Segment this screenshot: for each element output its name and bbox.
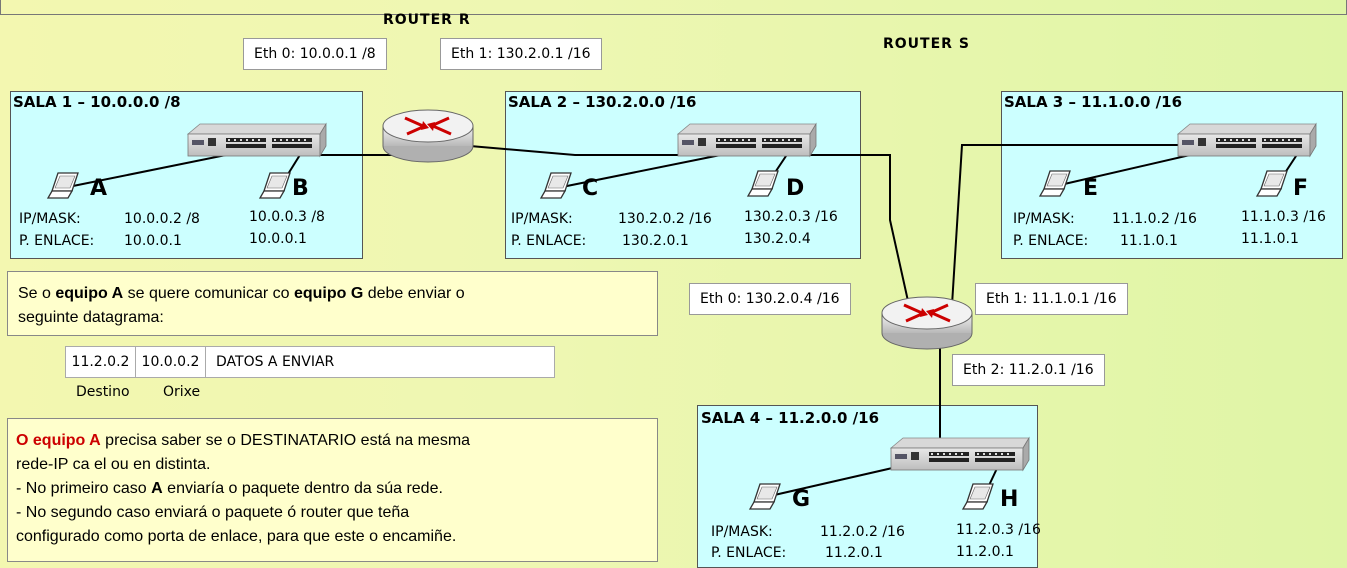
note-datagram-intro: Se o equipo A se quere comunicar co equi… bbox=[7, 271, 658, 336]
router-icon-r bbox=[381, 108, 475, 164]
host-h-gw: 11.2.0.1 bbox=[956, 544, 1014, 560]
host-e-label: E bbox=[1083, 176, 1099, 201]
laptop-icon-h bbox=[962, 483, 994, 510]
switch-icon-sala4 bbox=[890, 437, 1030, 471]
sala4-title: SALA 4 – 11.2.0.0 /16 bbox=[701, 409, 880, 427]
datagram-data: DATOS A ENVIAR bbox=[216, 354, 335, 370]
switch-icon-sala2 bbox=[677, 123, 817, 157]
host-c-gw: 130.2.0.1 bbox=[622, 233, 689, 249]
laptop-icon-c bbox=[540, 172, 572, 199]
note2-line5: configurado como porta de enlace, para q… bbox=[16, 528, 457, 545]
host-a-ip: 10.0.0.2 /8 bbox=[124, 211, 200, 227]
router-icon-s bbox=[880, 295, 974, 351]
host-f-ip: 11.1.0.3 /16 bbox=[1241, 209, 1326, 225]
router-r-eth0: Eth 0: 10.0.0.1 /8 bbox=[243, 38, 387, 70]
host-b-label: B bbox=[292, 176, 309, 201]
datagram-dest-label: Destino bbox=[76, 384, 130, 400]
switch-icon-sala1 bbox=[187, 123, 327, 157]
router-s-eth2: Eth 2: 11.2.0.1 /16 bbox=[952, 354, 1105, 386]
host-c-label: C bbox=[582, 176, 599, 201]
host-f-label: F bbox=[1293, 176, 1309, 201]
switch-icon-sala3 bbox=[1177, 123, 1317, 157]
sala3-ipmask-label: IP/MASK: bbox=[1013, 211, 1075, 227]
laptop-icon-e bbox=[1039, 170, 1071, 197]
host-a-gw: 10.0.0.1 bbox=[124, 233, 182, 249]
host-h-ip: 11.2.0.3 /16 bbox=[956, 522, 1041, 538]
note2-line3: - No primeiro caso A enviaría o paquete … bbox=[16, 480, 443, 497]
sala4-gw-label: P. ENLACE: bbox=[711, 545, 787, 561]
host-g-ip: 11.2.0.2 /16 bbox=[820, 524, 905, 540]
host-a-label: A bbox=[90, 176, 108, 201]
note2-line4: - No segundo caso enviará o paquete ó ro… bbox=[16, 504, 410, 521]
laptop-icon-a bbox=[47, 172, 79, 199]
note1-line2: seguinte datagrama: bbox=[18, 309, 164, 326]
sala2-title: SALA 2 – 130.2.0.0 /16 bbox=[508, 93, 697, 111]
host-d-ip: 130.2.0.3 /16 bbox=[744, 209, 838, 225]
note2-line2: rede-IP ca el ou en distinta. bbox=[16, 456, 211, 473]
datagram-table: 11.2.0.2 10.0.0.2 DATOS A ENVIAR bbox=[65, 346, 555, 378]
router-r-eth1: Eth 1: 130.2.0.1 /16 bbox=[440, 38, 602, 70]
host-g-gw: 11.2.0.1 bbox=[825, 545, 883, 561]
note2-line1: O equipo A precisa saber se o DESTINATAR… bbox=[16, 432, 471, 449]
host-d-gw: 130.2.0.4 bbox=[744, 231, 811, 247]
datagram-orig-label: Orixe bbox=[163, 384, 201, 400]
host-e-gw: 11.1.0.1 bbox=[1120, 233, 1178, 249]
laptop-icon-b bbox=[259, 172, 291, 199]
host-d-label: D bbox=[786, 176, 805, 201]
host-f-gw: 11.1.0.1 bbox=[1241, 231, 1299, 247]
sala1-title: SALA 1 – 10.0.0.0 /8 bbox=[13, 93, 181, 111]
sala3-title: SALA 3 – 11.1.0.0 /16 bbox=[1004, 93, 1183, 111]
host-b-gw: 10.0.0.1 bbox=[249, 231, 307, 247]
sala3-gw-label: P. ENLACE: bbox=[1013, 233, 1089, 249]
router-s-title: ROUTER S bbox=[883, 36, 970, 52]
sala4-ipmask-label: IP/MASK: bbox=[711, 524, 773, 540]
router-s-eth1: Eth 1: 11.1.0.1 /16 bbox=[975, 283, 1128, 315]
sala2-ipmask-label: IP/MASK: bbox=[511, 211, 573, 227]
note1-line1: Se o equipo A se quere comunicar co equi… bbox=[18, 285, 465, 302]
laptop-icon-f bbox=[1256, 170, 1288, 197]
host-c-ip: 130.2.0.2 /16 bbox=[618, 211, 712, 227]
note-routing-explanation: O equipo A precisa saber se o DESTINATAR… bbox=[7, 418, 658, 562]
host-g-label: G bbox=[792, 487, 811, 512]
router-s-eth0: Eth 0: 130.2.0.4 /16 bbox=[689, 283, 851, 315]
sala1-gw-label: P. ENLACE: bbox=[19, 233, 95, 249]
host-b-ip: 10.0.0.3 /8 bbox=[249, 209, 325, 225]
host-h-label: H bbox=[1000, 487, 1019, 512]
laptop-icon-g bbox=[749, 483, 781, 510]
laptop-icon-d bbox=[747, 170, 779, 197]
router-r-title: ROUTER R bbox=[383, 12, 471, 28]
sala1-ipmask-label: IP/MASK: bbox=[19, 211, 81, 227]
datagram-orig: 10.0.0.2 bbox=[136, 347, 206, 377]
host-e-ip: 11.1.0.2 /16 bbox=[1112, 211, 1197, 227]
sala2-gw-label: P. ENLACE: bbox=[511, 233, 587, 249]
datagram-dest: 11.2.0.2 bbox=[66, 347, 136, 377]
